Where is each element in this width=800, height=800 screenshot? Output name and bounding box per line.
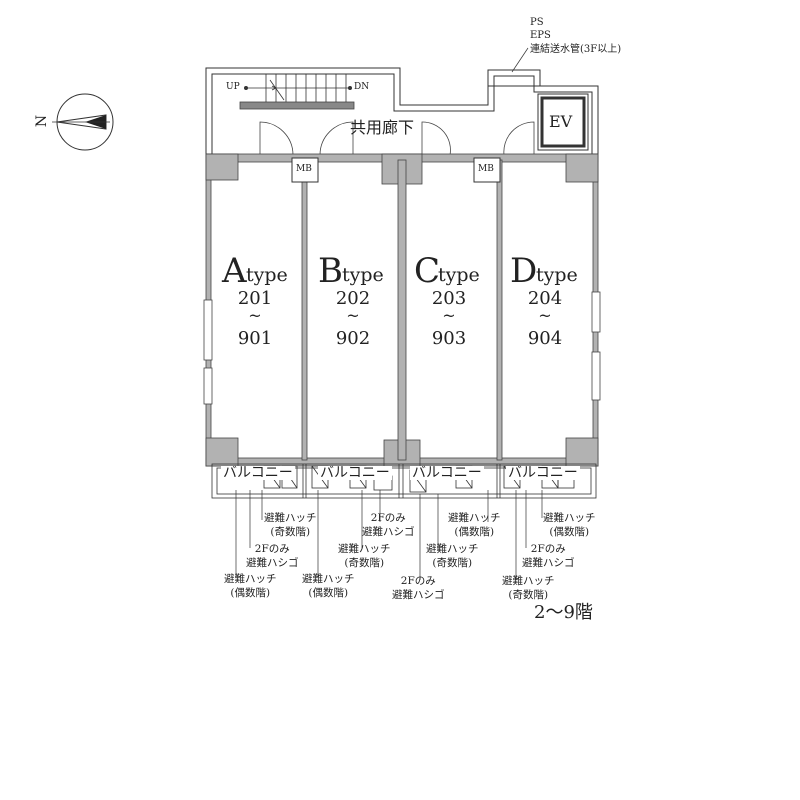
note-b-ladder: 2Fのみ避難ハシゴ [362,512,415,539]
stair-dn-label: DN [354,82,370,92]
mb-label-left: MB [296,164,312,174]
unit-a-tilde: ~ [248,306,262,325]
balcony-label-a: バルコニー [221,465,295,481]
unit-a-type: type [246,264,288,286]
unit-c-last: 903 [431,328,467,349]
leader-lines [235,490,543,580]
mb-label-right: MB [478,164,494,174]
note-c-hatch-odd: 避難ハッチ(奇数階) [426,543,479,570]
unit-d-last: 904 [527,328,563,349]
unit-c-type: type [438,264,480,286]
ps-label: PS [530,17,544,28]
note-a-ladder: 2Fのみ避難ハシゴ [246,543,299,570]
balcony-label-d: バルコニー [506,465,580,481]
unit-d-first: 204 [527,288,563,309]
ev-label: EV [549,112,573,131]
standpipe-label: 連結送水管(3F以上) [530,44,622,55]
floor-label: 2〜9階 [534,602,593,623]
note-b-hatch-odd: 避難ハッチ(奇数階) [338,543,391,570]
unit-c-first: 203 [431,288,467,309]
note-c-hatch-even: 避難ハッチ(偶数階) [448,512,501,539]
note-d-ladder: 2Fのみ避難ハシゴ [522,543,575,570]
windows [203,291,601,405]
unit-c-letter: C [414,251,441,291]
unit-a-letter: A [222,251,247,291]
unit-d-type: type [536,264,578,286]
note-d-hatch-even: 避難ハッチ(偶数階) [543,512,596,539]
unit-b-tilde: ~ [346,306,360,325]
stair-up-label: UP [226,82,240,92]
balcony-label-c: バルコニー [410,465,484,481]
unit-c-tilde: ~ [442,306,456,325]
corridor-outline [205,67,599,158]
unit-b-first: 202 [335,288,371,309]
unit-d-tilde: ~ [538,306,552,325]
mb-box-left [291,157,319,183]
unit-b-type: type [342,264,384,286]
compass-n-label: N [34,114,51,128]
note-a-hatch-even: 避難ハッチ(偶数階) [224,573,277,600]
corridor-label: 共用廊下 [350,118,415,137]
stairs [239,74,355,110]
note-a-hatch-odd: 避難ハッチ(奇数階) [264,512,317,539]
note-d-hatch-odd: 避難ハッチ(奇数階) [502,575,555,602]
walls [205,153,599,467]
entry-doors [259,121,535,156]
mb-box-right [473,157,501,183]
note-b-hatch-even: 避難ハッチ(偶数階) [302,573,355,600]
unit-b-last: 902 [335,328,371,349]
elevator-shaft [511,47,589,151]
eps-label: EPS [530,30,551,41]
north-compass-icon [52,93,114,151]
unit-d-letter: D [510,251,538,291]
note-c-ladder: 2Fのみ避難ハシゴ [392,575,445,602]
unit-a-first: 201 [237,288,273,309]
balcony-label-b: バルコニー [318,465,392,481]
unit-a-last: 901 [237,328,273,349]
unit-b-letter: B [318,251,343,291]
